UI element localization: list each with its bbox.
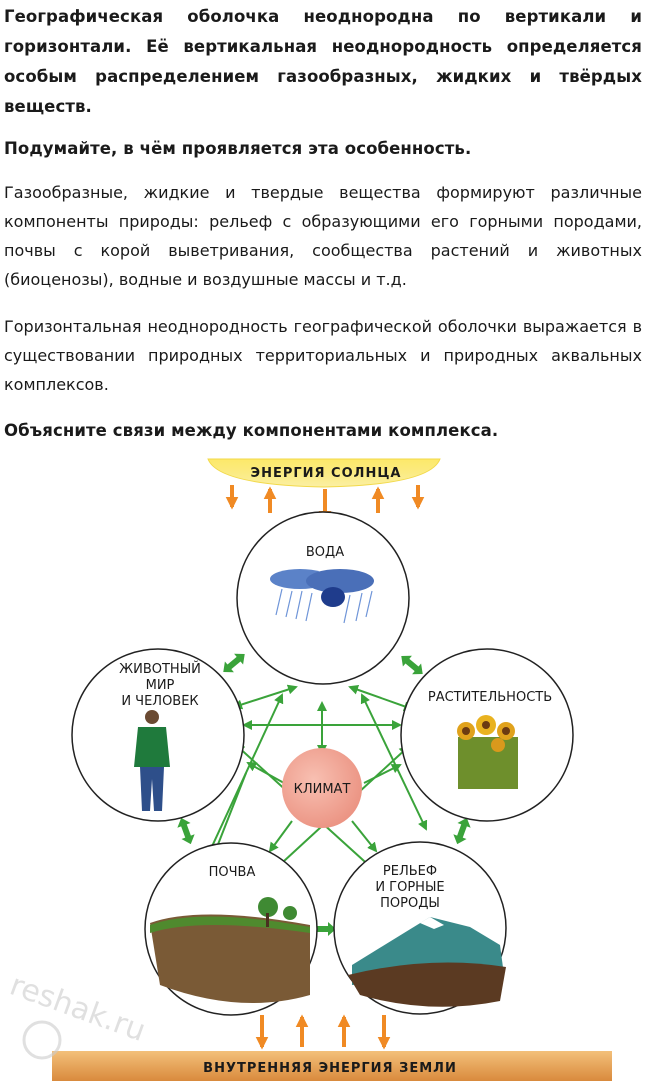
question-1-text: Подумайте, в чём проявляется эта особенн… — [4, 139, 472, 158]
vegetation-node: РАСТИТЕЛЬНОСТЬ — [400, 648, 574, 822]
relief-node: РЕЛЬЕФ И ГОРНЫЕ ПОРОДЫ — [333, 841, 507, 1015]
components-diagram: ЭНЕРГИЯ СОЛНЦА ВНУТРЕННЯЯ ЭНЕРГИЯ ЗЕМЛИ — [52, 458, 612, 1081]
climate-node: КЛИМАТ — [282, 748, 362, 828]
relief-label-line3: ПОРОДЫ — [380, 896, 440, 911]
animals-label-line3: И ЧЕЛОВЕК — [121, 694, 198, 709]
rain-cloud-icon — [270, 569, 374, 624]
sunflowers-icon — [457, 715, 518, 789]
soil-profile-icon — [150, 897, 310, 1003]
earth-energy-label: ВНУТРЕННЯЯ ЭНЕРГИЯ ЗЕМЛИ — [203, 1061, 457, 1076]
vegetation-label: РАСТИТЕЛЬНОСТЬ — [428, 690, 552, 705]
sun-energy-label: ЭНЕРГИЯ СОЛНЦА — [251, 466, 402, 481]
relief-label-line2: И ГОРНЫЕ — [375, 880, 444, 895]
animals-label-line1: ЖИВОТНЫЙ — [119, 661, 201, 677]
sun-energy-band: ЭНЕРГИЯ СОЛНЦА — [207, 458, 441, 488]
animals-label-line2: МИР — [146, 678, 175, 693]
earth-arrows — [255, 1014, 391, 1050]
answer-2: Горизонтальная неоднородность географиче… — [4, 312, 642, 399]
mountain-icon — [348, 917, 506, 1007]
question-1: Подумайте, в чём проявляется эта особенн… — [4, 134, 642, 164]
intro-paragraph: Географическая оболочка неоднородна по в… — [4, 2, 642, 122]
water-label: ВОДА — [306, 545, 344, 560]
intro-text: Географическая оболочка неоднородна по в… — [4, 7, 642, 116]
soil-label: ПОЧВА — [209, 865, 256, 880]
water-node: ВОДА — [236, 511, 410, 685]
sun-arrows — [225, 485, 425, 524]
earth-energy-band: ВНУТРЕННЯЯ ЭНЕРГИЯ ЗЕМЛИ — [52, 1051, 612, 1081]
answer-2-text: Горизонтальная неоднородность географиче… — [4, 317, 642, 394]
soil-node: ПОЧВА — [144, 842, 318, 1016]
climate-label: КЛИМАТ — [294, 782, 351, 797]
answer-1: Газообразные, жидкие и твердые вещества … — [4, 178, 642, 294]
answer-1-text: Газообразные, жидкие и твердые вещества … — [4, 183, 642, 289]
question-2-text: Объясните связи между компонентами компл… — [4, 421, 499, 440]
animals-node: ЖИВОТНЫЙ МИР И ЧЕЛОВЕК — [71, 648, 245, 822]
question-2: Объясните связи между компонентами компл… — [4, 416, 642, 446]
relief-label-line1: РЕЛЬЕФ — [383, 864, 437, 879]
human-figure-icon — [134, 710, 170, 811]
